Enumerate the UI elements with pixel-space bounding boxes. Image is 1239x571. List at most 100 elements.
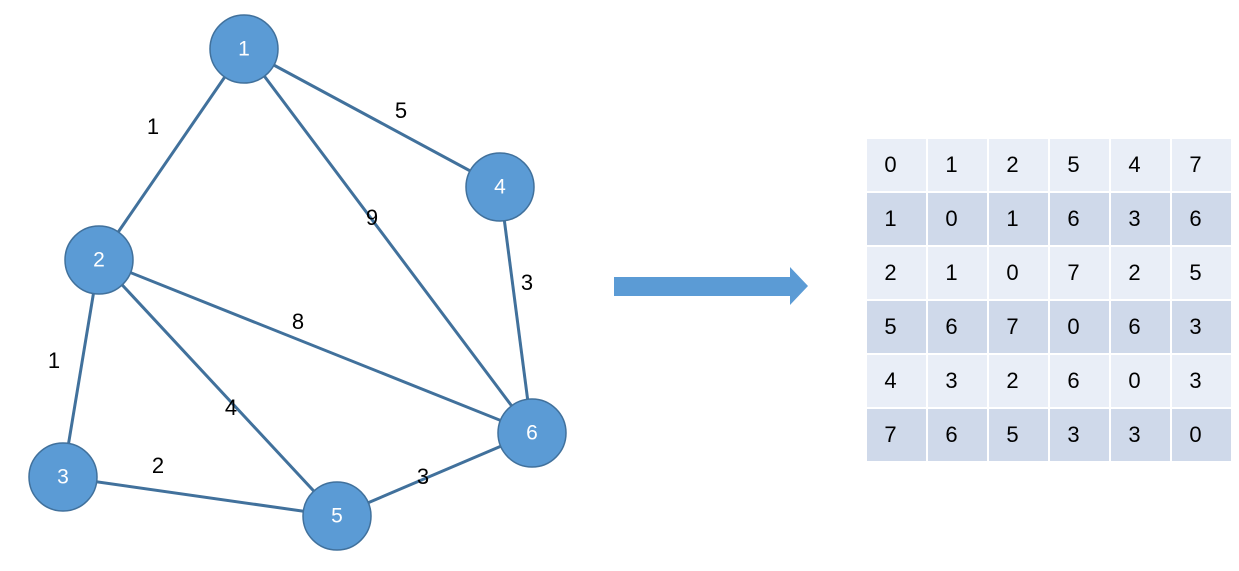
node-label: 3 xyxy=(57,466,69,489)
matrix-cell-value: 3 xyxy=(1189,368,1201,393)
matrix-cell xyxy=(1170,245,1233,301)
matrix-cell-value: 4 xyxy=(884,368,896,393)
matrix-cell-value: 1 xyxy=(1006,206,1018,231)
matrix-cell xyxy=(1048,407,1111,463)
node-1: 1 xyxy=(209,14,279,84)
matrix-cell-value: 7 xyxy=(1067,260,1079,285)
transform-arrow xyxy=(614,267,808,305)
matrix-cell xyxy=(926,137,989,193)
matrix-cell-value: 5 xyxy=(1189,260,1201,285)
matrix-cell xyxy=(987,299,1050,355)
matrix-cell xyxy=(865,353,928,409)
matrix-cell-value: 4 xyxy=(1128,152,1140,177)
edge-weight-1-2: 1 xyxy=(147,114,159,139)
matrix-cell-value: 6 xyxy=(1067,206,1079,231)
node-2: 2 xyxy=(64,225,134,295)
node-label: 5 xyxy=(331,505,343,528)
edge-weight-2-6: 8 xyxy=(292,309,304,334)
node-label: 1 xyxy=(238,38,250,61)
matrix-cell xyxy=(1048,137,1111,193)
node-circle xyxy=(28,442,98,512)
matrix-cell xyxy=(865,191,928,247)
matrix-cell-value: 1 xyxy=(884,206,896,231)
matrix-cell-value: 5 xyxy=(1006,422,1018,447)
matrix-cell-value: 0 xyxy=(1128,368,1140,393)
edge-weight-1-4: 5 xyxy=(395,98,407,123)
node-6: 6 xyxy=(497,398,567,468)
matrix-cell xyxy=(1170,137,1233,193)
arrow-right-icon xyxy=(614,267,808,305)
edge-2-5 xyxy=(97,258,339,518)
matrix-row: 2 1 0 7 2 5 xyxy=(865,245,1233,301)
matrix-cell xyxy=(1109,245,1172,301)
node-circle xyxy=(497,398,567,468)
matrix-cell xyxy=(1170,407,1233,463)
matrix-cell-value: 6 xyxy=(945,422,957,447)
matrix-cell-value: 1 xyxy=(945,260,957,285)
matrix-cell xyxy=(865,137,928,193)
matrix-cell-value: 0 xyxy=(884,152,896,177)
matrix-cell xyxy=(1109,407,1172,463)
matrix-cell-value: 5 xyxy=(1067,152,1079,177)
matrix-cell-value: 3 xyxy=(1128,422,1140,447)
graph-edges xyxy=(61,47,534,518)
matrix-cell xyxy=(1170,353,1233,409)
edge-1-4 xyxy=(243,47,501,189)
edge-1-2 xyxy=(97,48,246,261)
matrix-cell-value: 6 xyxy=(1067,368,1079,393)
matrix-cell-value: 0 xyxy=(1189,422,1201,447)
node-5: 5 xyxy=(302,481,372,551)
edge-2-6 xyxy=(98,258,533,435)
matrix-cell xyxy=(1048,299,1111,355)
matrix-row: 4 3 2 6 0 3 xyxy=(865,353,1233,409)
matrix-cell-value: 6 xyxy=(1128,314,1140,339)
matrix-cell-value: 2 xyxy=(1006,368,1018,393)
matrix-cell-value: 3 xyxy=(1189,314,1201,339)
node-label: 2 xyxy=(93,249,105,272)
matrix-cell-value: 0 xyxy=(1067,314,1079,339)
matrix-cell-value: 2 xyxy=(1128,260,1140,285)
matrix-cell-value: 3 xyxy=(1128,206,1140,231)
edge-weight-3-5: 2 xyxy=(152,453,164,478)
node-circle xyxy=(465,152,535,222)
matrix-cell-value: 0 xyxy=(1006,260,1018,285)
matrix-cell xyxy=(987,137,1050,193)
matrix-cell-value: 3 xyxy=(945,368,957,393)
matrix-cell-value: 6 xyxy=(945,314,957,339)
matrix-cell-value: 6 xyxy=(1189,206,1201,231)
node-label: 4 xyxy=(494,176,506,199)
edge-3-5 xyxy=(62,475,338,518)
matrix-cell-value: 7 xyxy=(1006,314,1018,339)
matrix-cell-value: 7 xyxy=(884,422,896,447)
graph-nodes: 1 2 3 4 5 6 xyxy=(28,14,567,551)
matrix-cell xyxy=(987,245,1050,301)
node-circle xyxy=(209,14,279,84)
node-label: 6 xyxy=(526,422,538,445)
edge-weight-5-6: 3 xyxy=(417,464,429,489)
matrix-cell-value: 1 xyxy=(945,152,957,177)
matrix-cell-value: 7 xyxy=(1189,152,1201,177)
matrix-row: 1 0 1 6 3 6 xyxy=(865,191,1233,247)
matrix-row: 5 6 7 0 6 3 xyxy=(865,299,1233,355)
matrix-cell-value: 5 xyxy=(884,314,896,339)
matrix-cell-value: 0 xyxy=(945,206,957,231)
matrix-cell-value: 2 xyxy=(884,260,896,285)
edge-2-3 xyxy=(61,259,101,478)
node-4: 4 xyxy=(465,152,535,222)
matrix-cell xyxy=(1170,191,1233,247)
edge-weight-2-5: 4 xyxy=(225,395,237,420)
node-circle xyxy=(64,225,134,295)
node-3: 3 xyxy=(28,442,98,512)
matrix-cell xyxy=(926,353,989,409)
edge-1-6 xyxy=(242,48,534,434)
matrix-cell xyxy=(1109,191,1172,247)
edge-weight-1-6: 9 xyxy=(366,205,378,230)
edge-weight-2-3: 1 xyxy=(48,348,60,373)
node-circle xyxy=(302,481,372,551)
edge-4-6 xyxy=(498,186,534,434)
